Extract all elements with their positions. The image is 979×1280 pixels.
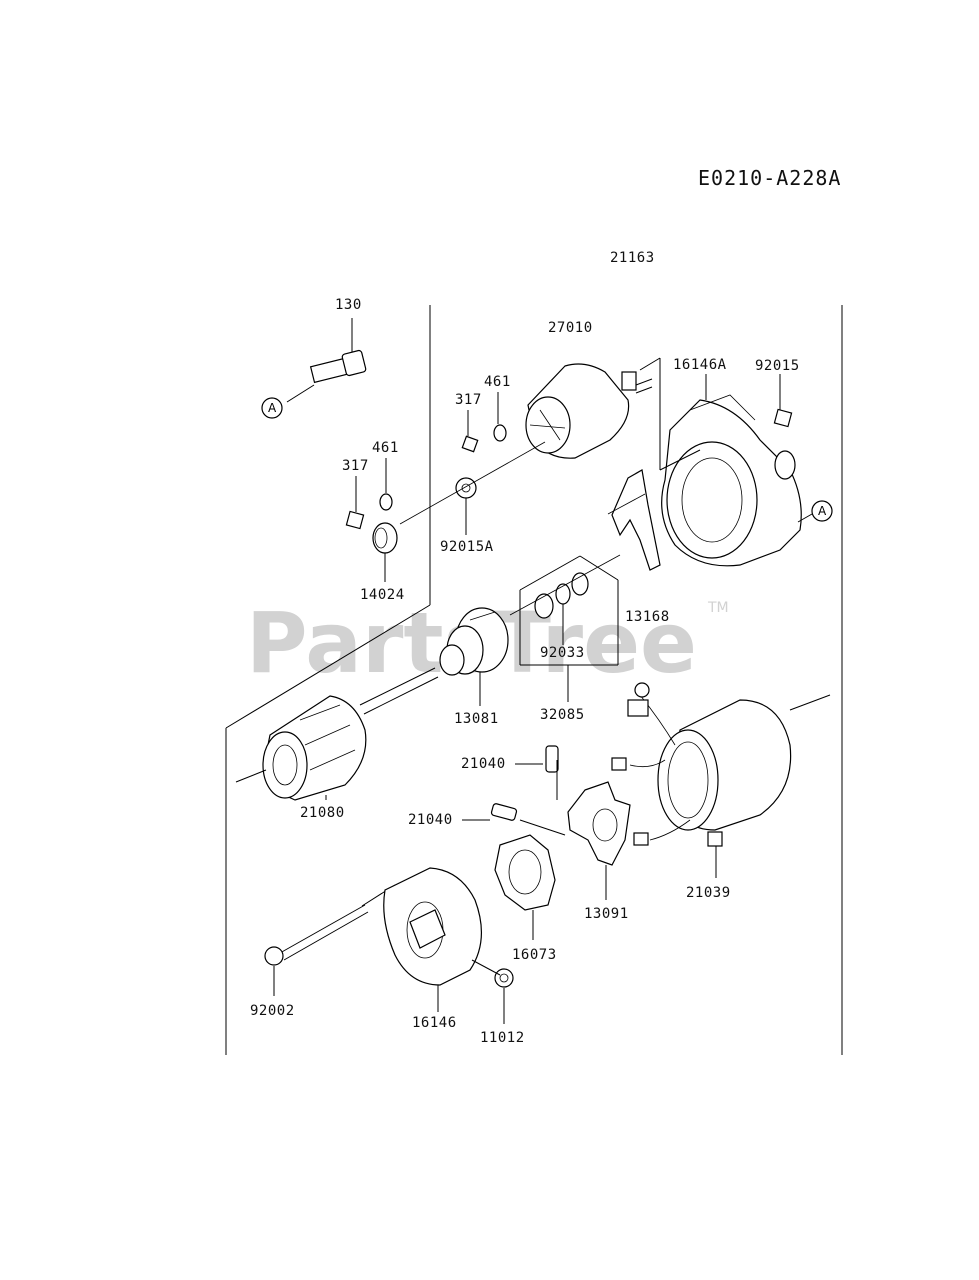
- nut-11012[interactable]: [471, 959, 514, 1024]
- nut-92015[interactable]: [773, 374, 793, 428]
- bolt-130[interactable]: [286, 318, 367, 403]
- label-16146[interactable]: 16146: [412, 1015, 457, 1031]
- through-bolt-92002[interactable]: [264, 884, 396, 996]
- label-13168[interactable]: 13168: [625, 609, 670, 625]
- plate-16073[interactable]: [494, 834, 556, 940]
- bushing-14024[interactable]: [372, 522, 398, 582]
- label-32085[interactable]: 32085: [540, 707, 585, 723]
- label-16073[interactable]: 16073: [512, 947, 557, 963]
- solenoid-27010[interactable]: [525, 363, 653, 459]
- nut-92015A[interactable]: [455, 477, 477, 535]
- label-14024[interactable]: 14024: [360, 587, 405, 603]
- svg-text:A: A: [818, 504, 827, 518]
- yoke-21039[interactable]: [611, 682, 831, 878]
- spring-21040-upper[interactable]: [515, 745, 559, 773]
- label-92033[interactable]: 92033: [540, 645, 585, 661]
- spring-21040-lower[interactable]: [462, 803, 518, 821]
- armature-21080[interactable]: [235, 667, 439, 801]
- solenoid-axis-line: [399, 441, 546, 525]
- svg-text:A: A: [268, 401, 277, 415]
- end-cover-16146[interactable]: [383, 867, 483, 1012]
- nut-317-upper[interactable]: [461, 410, 479, 453]
- bracket-line-21163: [639, 357, 701, 471]
- label-92015A[interactable]: 92015A: [440, 539, 494, 555]
- nut-317-lower[interactable]: [345, 476, 365, 530]
- label-21040-upper[interactable]: 21040: [461, 756, 506, 772]
- housing-16146A[interactable]: [661, 374, 802, 567]
- diagram-code: E0210-A228A: [698, 166, 841, 190]
- assembly-frame: [225, 305, 843, 1055]
- lever-13168[interactable]: [607, 469, 661, 571]
- label-317-lower[interactable]: 317: [342, 458, 369, 474]
- ref-marker-a-left: A: [261, 397, 283, 419]
- label-21039[interactable]: 21039: [686, 885, 731, 901]
- washer-set-32085[interactable]: [509, 554, 621, 702]
- part-labels: 21163 27010 130 16146A 92015 461 317 461…: [250, 250, 800, 1046]
- label-461-lower[interactable]: 461: [372, 440, 399, 456]
- ref-marker-a-right: A: [797, 500, 833, 523]
- label-16146A[interactable]: 16146A: [673, 357, 727, 373]
- label-317-upper[interactable]: 317: [455, 392, 482, 408]
- brush-holder-13091[interactable]: [519, 760, 631, 900]
- label-92002[interactable]: 92002: [250, 1003, 295, 1019]
- washer-461-upper[interactable]: [493, 392, 507, 442]
- watermark-trademark: TM: [707, 600, 729, 616]
- label-13091[interactable]: 13091: [584, 906, 629, 922]
- label-21080[interactable]: 21080: [300, 805, 345, 821]
- label-13081[interactable]: 13081: [454, 711, 499, 727]
- label-130[interactable]: 130: [335, 297, 362, 313]
- label-27010[interactable]: 27010: [548, 320, 593, 336]
- label-92015[interactable]: 92015: [755, 358, 800, 374]
- washer-461-lower[interactable]: [379, 458, 393, 511]
- label-11012[interactable]: 11012: [480, 1030, 525, 1046]
- label-21163[interactable]: 21163: [610, 250, 655, 266]
- label-21040-lower[interactable]: 21040: [408, 812, 453, 828]
- label-461-upper[interactable]: 461: [484, 374, 511, 390]
- pinion-clutch-13081[interactable]: [439, 607, 509, 706]
